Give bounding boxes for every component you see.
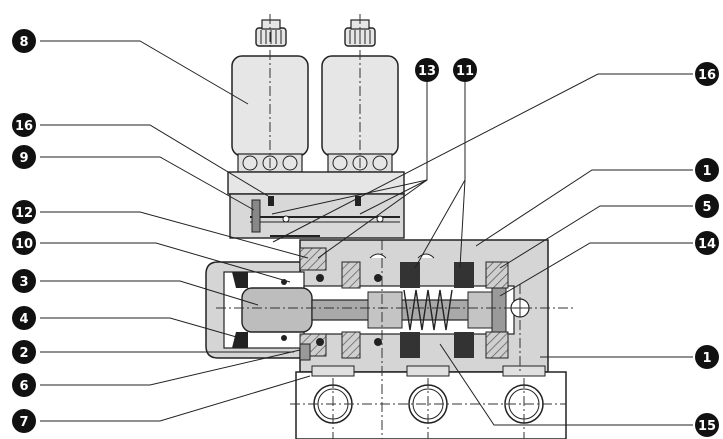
valve-body (205, 239, 549, 373)
callout-6: 6 (12, 373, 36, 397)
callout-16-right: 16 (695, 62, 719, 86)
callout-2-label: 2 (19, 346, 28, 361)
callout-13-label: 13 (418, 64, 436, 79)
callout-14: 14 (695, 231, 719, 255)
callout-4: 4 (12, 306, 36, 330)
callout-1-bottom: 1 (695, 345, 719, 369)
callout-15-label: 15 (698, 419, 716, 434)
callout-4-label: 4 (19, 312, 28, 327)
callout-7-label: 7 (19, 415, 28, 430)
leader-lines (40, 40, 693, 426)
callout-16-left-label: 16 (15, 119, 33, 134)
callout-10: 10 (12, 231, 36, 255)
callout-13: 13 (415, 58, 439, 82)
callout-1-bottom-label: 1 (702, 351, 711, 366)
callout-5-label: 5 (702, 200, 711, 215)
callout-2: 2 (12, 340, 36, 364)
callout-8: 8 (12, 29, 36, 53)
callout-15: 15 (695, 413, 719, 437)
pilot-head (227, 171, 405, 239)
callout-3-label: 3 (19, 275, 28, 290)
callout-12-label: 12 (15, 206, 33, 221)
callout-5: 5 (695, 194, 719, 218)
callout-16-left: 16 (12, 113, 36, 137)
callout-11: 11 (453, 58, 477, 82)
sub-base (295, 365, 567, 439)
callout-12: 12 (12, 200, 36, 224)
callout-7: 7 (12, 409, 36, 433)
callout-9-label: 9 (19, 151, 28, 166)
callout-9: 9 (12, 145, 36, 169)
callout-8-label: 8 (19, 35, 28, 50)
callout-3: 3 (12, 269, 36, 293)
callout-10-label: 10 (15, 237, 33, 252)
center-lines (216, 240, 576, 439)
return-spring (403, 289, 453, 331)
callout-6-label: 6 (19, 379, 28, 394)
callout-1-top: 1 (695, 158, 719, 182)
callout-16-right-label: 16 (698, 68, 716, 83)
callout-11-label: 11 (456, 64, 474, 79)
callout-14-label: 14 (698, 237, 716, 252)
callout-1-top-label: 1 (702, 164, 711, 179)
solenoid-axis-lines (269, 14, 361, 200)
